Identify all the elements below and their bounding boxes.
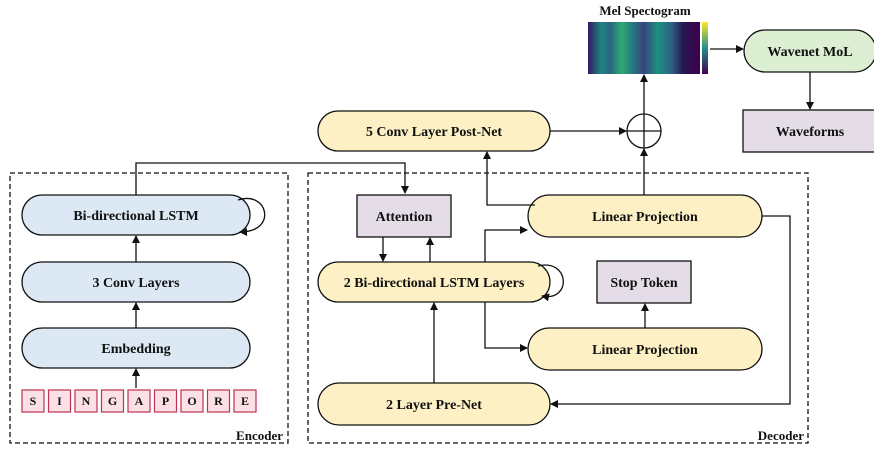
input-char-box <box>74 389 98 413</box>
embedding-node: Embedding <box>21 327 251 369</box>
waveforms-node: Waveforms <box>742 109 874 153</box>
waveforms-label: Waveforms <box>776 125 845 140</box>
input-char-box <box>206 389 231 413</box>
edge-lstm-linear-top <box>484 226 528 262</box>
wavenet-label: Wavenet MoL <box>767 45 852 60</box>
encoder-bilstm-node: Bi-directional LSTM <box>21 194 251 236</box>
attention-label: Attention <box>376 210 433 225</box>
input-char-label: G <box>108 394 117 408</box>
stop-token-label: Stop Token <box>610 276 678 291</box>
decoder-lstm-self-loop <box>537 264 564 302</box>
decoder-lstm-label: 2 Bi-directional LSTM Layers <box>344 276 525 291</box>
encoder-label: Encoder <box>236 428 283 443</box>
encoder-conv-node: 3 Conv Layers <box>21 261 251 303</box>
encoder-bilstm-label: Bi-directional LSTM <box>73 209 198 224</box>
mel-spectrogram-image <box>588 22 708 74</box>
decoder-lstm-node: 2 Bi-directional LSTM Layers <box>317 261 551 303</box>
linear-projection-top-node: Linear Projection <box>527 194 763 238</box>
input-char-box <box>47 389 72 413</box>
edge-linear-postnet <box>483 151 535 206</box>
edge-lstm-linear-bottom <box>484 302 528 352</box>
input-char-label: A <box>135 394 144 408</box>
input-char-box <box>21 389 45 413</box>
postnet-node: 5 Conv Layer Post-Net <box>317 110 551 152</box>
input-char-box <box>153 389 178 413</box>
encoder-conv-label: 3 Conv Layers <box>92 276 180 291</box>
mel-spectrogram-title: Mel Spectogram <box>599 3 691 18</box>
edge-linear-prenet-feedback <box>550 215 791 408</box>
input-char-box <box>233 389 257 413</box>
edge-encoder-attention <box>135 162 409 195</box>
decoder-label: Decoder <box>758 428 804 443</box>
prenet-label: 2 Layer Pre-Net <box>386 398 482 413</box>
linear-projection-top-label: Linear Projection <box>592 210 698 225</box>
input-char-box <box>127 389 151 413</box>
input-char-label: P <box>162 394 169 408</box>
linear-projection-bottom-label: Linear Projection <box>592 343 698 358</box>
encoder-region <box>9 172 289 444</box>
prenet-node: 2 Layer Pre-Net <box>317 382 551 426</box>
embedding-label: Embedding <box>101 342 170 357</box>
stop-token-node: Stop Token <box>596 260 692 304</box>
input-char-label: N <box>82 394 91 408</box>
input-char-label: R <box>214 394 223 408</box>
attention-node: Attention <box>356 194 452 238</box>
input-char-label: I <box>57 394 62 408</box>
encoder-bilstm-self-loop <box>237 197 266 236</box>
sum-node <box>626 113 662 149</box>
linear-projection-bottom-node: Linear Projection <box>527 327 763 371</box>
input-char-box <box>180 389 204 413</box>
input-char-label: S <box>30 394 37 408</box>
decoder-region <box>307 172 809 444</box>
wavenet-node: Wavenet MoL <box>743 29 874 73</box>
input-char-label: E <box>241 394 249 408</box>
input-char-label: O <box>187 394 196 408</box>
input-char-box <box>100 389 125 413</box>
postnet-label: 5 Conv Layer Post-Net <box>366 125 503 140</box>
